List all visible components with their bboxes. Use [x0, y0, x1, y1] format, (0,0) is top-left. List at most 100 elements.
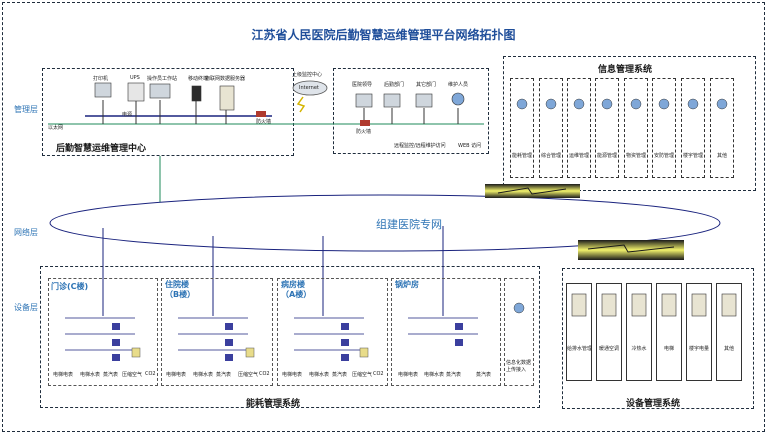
meter-label: 电梯水表: [424, 372, 445, 378]
info-item-label: 综合管理: [540, 153, 561, 159]
meter-label: 蒸汽表: [216, 372, 232, 378]
server-icon: [601, 293, 617, 317]
meter-label: 蒸汽表: [332, 372, 348, 378]
info-item: 能耗管理: [510, 78, 534, 178]
mobile-terminal-icon: [191, 85, 202, 102]
pump-icon: [341, 339, 349, 346]
user-icon: [687, 98, 699, 110]
building-boiler: [391, 278, 501, 386]
building-name: 住院楼 （B楼）: [165, 280, 196, 299]
info-item-label: 楼宇管理: [682, 153, 703, 159]
power-label: 电源: [122, 112, 133, 118]
layer-label-management: 管理层: [14, 105, 38, 114]
meter-label: 电梯水表: [193, 372, 214, 378]
info-item: 其他: [710, 78, 734, 178]
user-icon: [573, 98, 585, 110]
device-link-zigzag: [587, 244, 675, 253]
info-item-label: 物资管理: [625, 153, 646, 159]
info-item-label: 能源管理: [596, 153, 617, 159]
remote-device-label: 医院领导: [352, 82, 373, 88]
user-icon: [630, 98, 642, 110]
meter-label: 电梯电表: [53, 372, 74, 378]
info-item: 物资管理: [624, 78, 648, 178]
mgmt-device-label: 移动终端: [188, 76, 209, 82]
cloud-lightning: [296, 96, 306, 113]
firewall-icon: [360, 120, 370, 126]
device-item: 给排水管理: [566, 283, 592, 381]
iot-server-icon: [219, 85, 235, 111]
building-extra: [504, 278, 534, 386]
layer-label-device: 设备层: [14, 303, 38, 312]
server-icon: [721, 293, 737, 317]
info-system-title: 信息管理系统: [598, 65, 653, 75]
info-item: 综合管理: [539, 78, 563, 178]
internet-label: Internet: [299, 85, 319, 91]
meter-label: 电梯电表: [166, 372, 187, 378]
pump-icon: [341, 323, 349, 330]
info-item-label: 能耗管理: [511, 153, 532, 159]
energy-system-title: 能耗管理系统: [246, 399, 301, 409]
building-name: 病房楼 （A楼）: [281, 280, 312, 299]
info-item-label: 安防管理: [653, 153, 674, 159]
user-icon: [516, 98, 528, 110]
meter-label: 电梯电表: [398, 372, 419, 378]
server-icon: [691, 293, 707, 317]
ups-icon: [127, 82, 145, 102]
layer-label-network: 网络层: [14, 228, 38, 237]
printer-icon: [94, 82, 112, 98]
meter-label: 电梯水表: [309, 372, 330, 378]
device-item-label: 冷热水: [631, 346, 647, 352]
info-link-zigzag: [497, 187, 567, 195]
pump-icon: [225, 323, 233, 330]
meter-label: 蒸汽表: [103, 372, 119, 378]
device-item-label: 电梯: [663, 346, 674, 352]
meter-label: 压缩空气: [352, 372, 373, 378]
meter-label: 压缩空气: [238, 372, 259, 378]
meter-label: 压缩空气: [122, 372, 143, 378]
user-icon: [545, 98, 557, 110]
meter-label: 蒸汽表: [476, 372, 492, 378]
info-item: 能源管理: [595, 78, 619, 178]
mgmt-device-label: 物联网数据服务器: [205, 76, 246, 82]
pump-icon: [112, 339, 120, 346]
mgmt-device-label: 操作员工作站: [147, 76, 178, 82]
building-ward: [277, 278, 388, 386]
info-item: 楼宇管理: [681, 78, 705, 178]
device-system-title: 设备管理系统: [626, 399, 681, 409]
server-icon: [661, 293, 677, 317]
remote-box: [333, 68, 489, 154]
remote-pc-icon: [415, 93, 433, 108]
workstation-icon: [149, 83, 171, 99]
user-icon: [658, 98, 670, 110]
meter-label: 电梯水表: [80, 372, 101, 378]
info-item-label: 其他: [716, 153, 727, 159]
info-link-band: [485, 184, 580, 198]
hospital-network-ellipse: [49, 194, 721, 252]
meter-label: CO2: [373, 371, 384, 377]
pump-icon: [455, 323, 463, 330]
remote-device-label: 其它部门: [416, 82, 437, 88]
pump-icon: [112, 354, 120, 361]
internet-cloud: [292, 80, 328, 96]
firewall-label: 防火墙: [256, 119, 272, 125]
ethernet-label: 以太网: [48, 125, 64, 131]
device-system-box: [562, 268, 754, 409]
diagram-title: 江苏省人民医院后勤智慧运维管理平台网络拓扑图: [251, 28, 516, 42]
device-item-label: 给排水管理: [567, 346, 593, 352]
info-item: 运维管理: [567, 78, 591, 178]
pump-icon: [225, 339, 233, 346]
pump-icon: [341, 354, 349, 361]
web-access-label: WEB 访问: [458, 143, 482, 149]
user-icon: [716, 98, 728, 110]
user-icon: [601, 98, 613, 110]
device-link-band: [578, 240, 684, 260]
remote-pc-icon: [383, 93, 401, 108]
meter-label: 电梯电表: [282, 372, 303, 378]
firewall-icon: [256, 111, 266, 117]
mgmt-device-label: 打印机: [93, 76, 109, 82]
info-upload-label: 信息化数据 上传接入: [506, 360, 532, 373]
remote-access-label: 远程监控/远程维护访问: [394, 143, 446, 149]
info-item-label: 运维管理: [568, 153, 589, 159]
